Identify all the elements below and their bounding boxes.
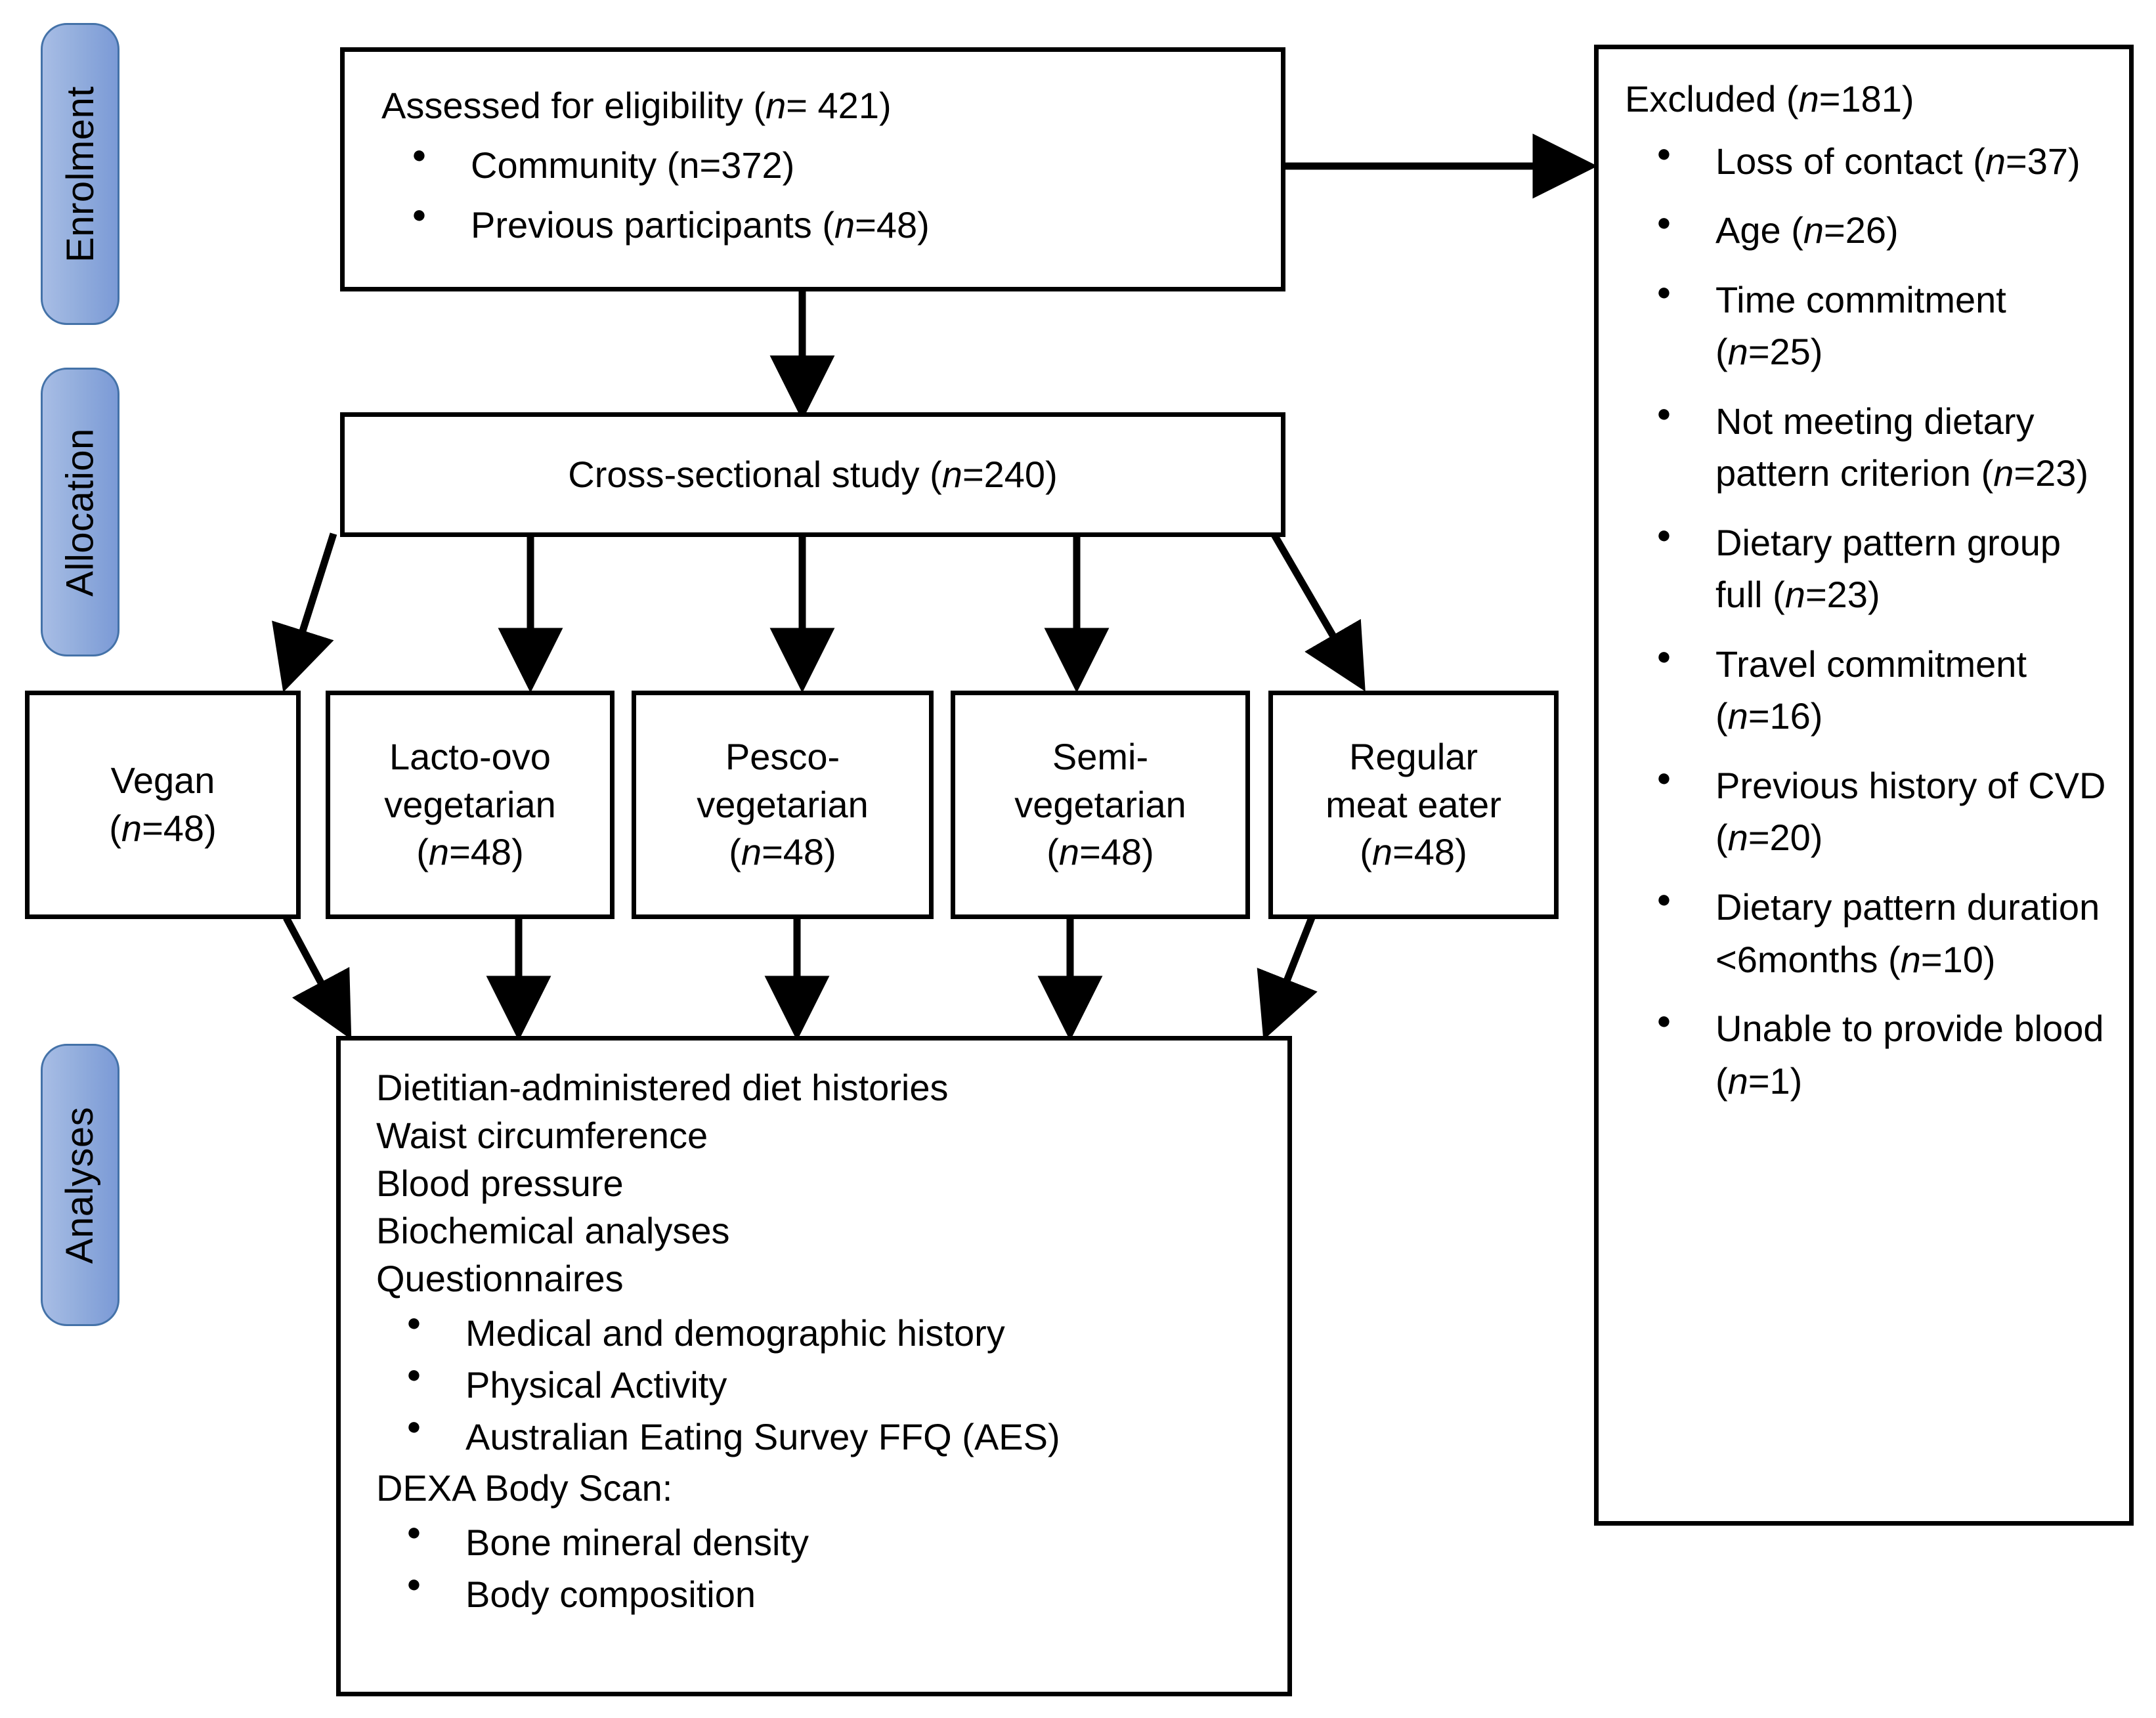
analyses-line: Waist circumference	[376, 1114, 708, 1156]
stage-label-analyses: Analyses	[58, 1106, 102, 1264]
arrow-vegan-to-analyses	[283, 916, 352, 1040]
box-group-vegan: Vegan (n=48)	[25, 691, 301, 919]
box-assessed-for-eligibility: Assessed for eligibility (n= 421) Commun…	[340, 47, 1285, 291]
arrow-cross-to-regular	[1270, 532, 1366, 692]
cross-sectional-text: Cross-sectional study (n=240)	[568, 453, 1058, 495]
excluded-bullet-list: Loss of contact (n=37) Age (n=26) Time c…	[1625, 135, 2112, 1107]
list-item: Not meeting dietary pattern criterion (n…	[1625, 395, 2112, 500]
italic-n: n	[765, 85, 787, 126]
italic-n: n	[1798, 78, 1819, 119]
italic-n: n	[1371, 831, 1393, 873]
group-content-semi: Semi- vegetarian (n=48)	[955, 695, 1245, 914]
italic-n: n	[1727, 695, 1748, 737]
list-item: Dietary pattern duration <6months (n=10)	[1625, 881, 2112, 985]
group-line2: vegetarian	[1014, 783, 1186, 825]
cross-sectional-content: Cross-sectional study (n=240)	[345, 417, 1281, 532]
group-text-regular: Regular meat eater (n=48)	[1326, 733, 1501, 876]
box-group-pesco-vegetarian: Pesco- vegetarian (n=48)	[632, 691, 934, 919]
group-line1: Lacto-ovo	[389, 735, 551, 777]
group-line2: meat eater	[1326, 783, 1501, 825]
eligibility-heading: Assessed for eligibility (n= 421)	[381, 85, 892, 126]
italic-n: n	[1727, 1060, 1748, 1102]
italic-n: n	[1985, 140, 2006, 182]
list-item: Previous history of CVD (n=20)	[1625, 760, 2112, 864]
stage-pill-enrolment: Enrolment	[41, 23, 119, 325]
excluded-heading: Excluded (n=181)	[1625, 78, 1914, 119]
list-item: Body composition	[376, 1568, 1268, 1619]
analyses-line: Questionnaires	[376, 1258, 624, 1300]
italic-n: n	[1727, 331, 1748, 373]
italic-n: n	[1993, 452, 2014, 494]
list-item: Time commitment (n=25)	[1625, 274, 2112, 378]
italic-n: n	[941, 453, 962, 495]
analyses-line: Dietitian-administered diet histories	[376, 1067, 949, 1108]
italic-n: n	[428, 831, 450, 873]
eligibility-bullet-list: Community (n=372) Previous participants …	[381, 139, 1261, 249]
group-n: (n=48)	[1360, 831, 1467, 873]
italic-n: n	[1727, 817, 1748, 859]
list-item: Dietary pattern group full (n=23)	[1625, 517, 2112, 621]
group-text-semi: Semi- vegetarian (n=48)	[1014, 733, 1186, 876]
group-n: (n=48)	[1046, 831, 1154, 873]
group-n: (n=48)	[416, 831, 524, 873]
group-line1: Vegan	[110, 760, 215, 802]
analyses-line: Blood pressure	[376, 1162, 624, 1204]
group-line1: Semi-	[1052, 735, 1149, 777]
list-item: Loss of contact (n=37)	[1625, 135, 2112, 188]
list-item: Medical and demographic history	[376, 1307, 1268, 1358]
box-group-regular-meat-eater: Regular meat eater (n=48)	[1268, 691, 1559, 919]
italic-n: n	[121, 807, 142, 849]
dexa-bullet-list: Bone mineral density Body composition	[376, 1516, 1268, 1619]
dexa-heading: DEXA Body Scan:	[376, 1467, 673, 1509]
italic-n: n	[1803, 209, 1824, 251]
analyses-line: Biochemical analyses	[376, 1210, 730, 1252]
list-item: Australian Eating Survey FFQ (AES)	[376, 1411, 1268, 1461]
group-line2: vegetarian	[384, 783, 556, 825]
box-excluded: Excluded (n=181) Loss of contact (n=37) …	[1594, 45, 2134, 1526]
italic-n: n	[1900, 938, 1921, 980]
group-text-pesco: Pesco- vegetarian (n=48)	[697, 733, 869, 876]
group-line1: Regular	[1348, 735, 1478, 777]
list-item: Bone mineral density	[376, 1516, 1268, 1567]
arrow-cross-to-vegan	[272, 532, 337, 693]
italic-n: n	[834, 204, 855, 246]
group-line1: Pesco-	[725, 735, 840, 777]
list-item: Physical Activity	[376, 1359, 1268, 1409]
group-line2: vegetarian	[697, 783, 869, 825]
italic-n: n	[1784, 574, 1805, 616]
questionnaire-bullet-list: Medical and demographic history Physical…	[376, 1307, 1268, 1461]
box-cross-sectional-study: Cross-sectional study (n=240)	[340, 412, 1285, 537]
group-n: (n=48)	[109, 807, 217, 849]
box-group-semi-vegetarian: Semi- vegetarian (n=48)	[951, 691, 1250, 919]
group-n: (n=48)	[729, 831, 836, 873]
group-text-vegan: Vegan (n=48)	[109, 757, 216, 853]
list-item: Age (n=26)	[1625, 204, 2112, 257]
box-group-lacto-ovo-vegetarian: Lacto-ovo vegetarian (n=48)	[326, 691, 614, 919]
list-item: Previous participants (n=48)	[381, 199, 1261, 249]
stage-pill-allocation: Allocation	[41, 368, 119, 656]
list-item: Unable to provide blood (n=1)	[1625, 1002, 2112, 1107]
list-item: Travel commitment (n=16)	[1625, 638, 2112, 742]
stage-label-enrolment: Enrolment	[58, 85, 102, 263]
italic-n: n	[1058, 831, 1080, 873]
italic-n: n	[741, 831, 762, 873]
list-item: Community (n=372)	[381, 139, 1261, 190]
eligibility-content: Assessed for eligibility (n= 421) Commun…	[345, 52, 1281, 249]
analyses-content: Dietitian-administered diet histories Wa…	[341, 1041, 1287, 1619]
group-content-pesco: Pesco- vegetarian (n=48)	[636, 695, 929, 914]
box-analyses: Dietitian-administered diet histories Wa…	[336, 1036, 1292, 1696]
excluded-content: Excluded (n=181) Loss of contact (n=37) …	[1599, 49, 2129, 1107]
group-text-lacto-ovo: Lacto-ovo vegetarian (n=48)	[384, 733, 556, 876]
group-content-lacto-ovo: Lacto-ovo vegetarian (n=48)	[330, 695, 610, 914]
group-content-vegan: Vegan (n=48)	[30, 695, 296, 914]
arrow-regular-to-analyses	[1257, 916, 1318, 1041]
stage-pill-analyses: Analyses	[41, 1044, 119, 1326]
stage-label-allocation: Allocation	[58, 427, 102, 597]
group-content-regular: Regular meat eater (n=48)	[1273, 695, 1554, 914]
